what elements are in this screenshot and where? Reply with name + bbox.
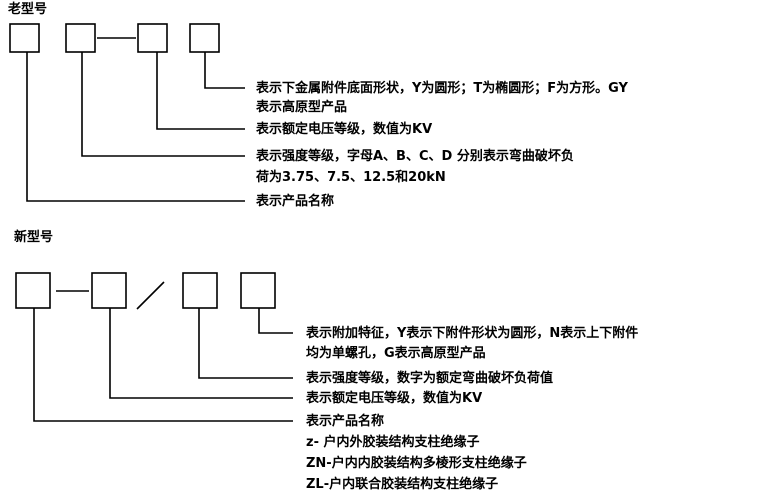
old-leader-suffix	[204, 52, 245, 89]
old-desc-strength-line2: 荷为3.75、7.5、12.5和20kN	[256, 170, 446, 185]
new-name-code-zl: ZL-户内联合胶装结构支柱绝缘子	[306, 477, 499, 492]
new-box-suffix	[240, 272, 276, 309]
new-leader-strength	[198, 308, 293, 379]
old-desc-strength-line1: 表示强度等级，字母A、B、C、D 分别表示弯曲破坏负	[256, 149, 574, 164]
new-leader-name	[33, 308, 293, 422]
new-model-heading: 新型号	[14, 230, 54, 245]
old-box-suffix	[189, 23, 220, 53]
new-desc-suffix-line1: 表示附加特征，Y表示下附件形状为圆形，N表示上下附件	[306, 326, 639, 341]
old-box-voltage	[137, 23, 168, 53]
new-slash	[136, 281, 165, 310]
new-box-voltage	[91, 272, 127, 309]
new-leader-voltage	[109, 308, 293, 399]
old-leader-name	[26, 52, 245, 202]
new-desc-voltage: 表示额定电压等级，数值为KV	[306, 391, 483, 406]
old-leader-voltage	[156, 52, 245, 130]
old-desc-name: 表示产品名称	[256, 194, 335, 209]
new-desc-name: 表示产品名称	[306, 414, 385, 429]
new-name-code-zn: ZN-户内内胶装结构多棱形支柱绝缘子	[306, 456, 527, 471]
new-desc-suffix-line2: 均为单螺孔，G表示高原型产品	[306, 346, 486, 361]
old-box-name	[9, 23, 40, 53]
old-leader-strength	[81, 52, 245, 157]
new-box-name	[15, 272, 51, 309]
new-leader-suffix	[258, 308, 293, 334]
new-name-code-z: z- 户内外胶装结构支柱绝缘子	[306, 435, 480, 450]
new-box-strength	[182, 272, 218, 309]
old-box-strength	[65, 23, 96, 53]
old-desc-voltage: 表示额定电压等级，数值为KV	[256, 122, 433, 137]
new-desc-strength: 表示强度等级，数字为额定弯曲破坏负荷值	[306, 371, 554, 386]
old-desc-suffix-line1: 表示下金属附件底面形状，Y为圆形；T为椭圆形；F为方形。GY	[256, 81, 628, 96]
old-model-heading: 老型号	[8, 2, 48, 17]
old-desc-suffix-line2: 表示高原型产品	[256, 100, 348, 115]
